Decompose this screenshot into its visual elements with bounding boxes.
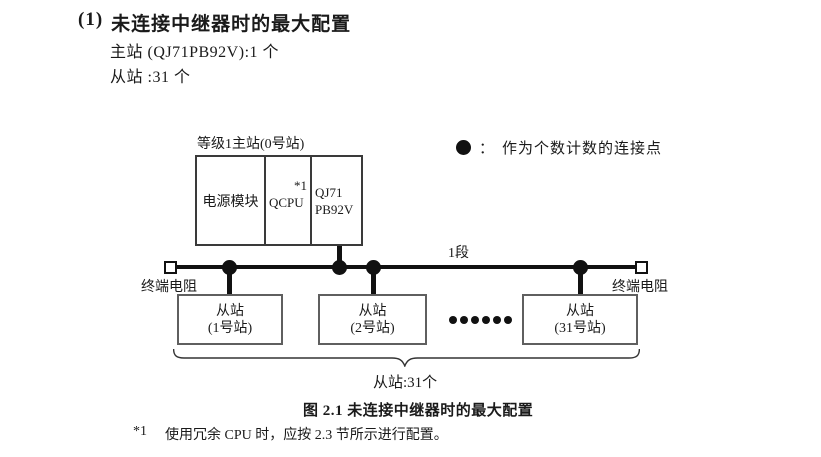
legend: ： 作为个数计数的连接点 xyxy=(456,137,662,158)
module-name-line2: PB92V xyxy=(315,201,354,217)
slave-group-brace xyxy=(173,349,640,367)
slave2-connector-line xyxy=(371,268,376,295)
slave-station-31-box: 从站 (31号站) xyxy=(522,294,638,345)
slave-station-1-box: 从站 (1号站) xyxy=(177,294,283,345)
master-connector-line xyxy=(337,246,342,266)
slave-1-line2: (1号站) xyxy=(207,320,253,336)
slave-total-label: 从站:31个 xyxy=(373,375,438,391)
slave-2-line2: (2号站) xyxy=(350,320,395,336)
power-module-label: 电源模块 xyxy=(202,194,259,210)
module-name-line1: QJ71 xyxy=(315,184,343,200)
connection-dot xyxy=(366,260,381,275)
slave-count-text: 从站 :31 个 xyxy=(110,69,191,86)
section-title: 未连接中继器时的最大配置 xyxy=(111,14,352,35)
ellipsis-dots xyxy=(449,316,512,324)
bus-line xyxy=(177,265,635,269)
slave-1-line1: 从站 xyxy=(216,303,244,319)
slave-31-line2: (31号站) xyxy=(554,320,606,336)
master-station-box: 电源模块 *1 QCPU QJ71 PB92V xyxy=(195,155,363,246)
pb92v-module-cell: QJ71 PB92V xyxy=(312,157,361,244)
slave-31-line1: 从站 xyxy=(566,303,594,319)
footnote-text: 使用冗余 CPU 时，应按 2.3 节所示进行配置。 xyxy=(165,428,448,443)
terminating-resistor-right-icon xyxy=(635,261,648,274)
qcpu-cell: *1 QCPU xyxy=(266,157,312,244)
figure-caption: 图 2.1 未连接中继器时的最大配置 xyxy=(303,403,534,419)
slave-station-2-box: 从站 (2号站) xyxy=(318,294,427,345)
connection-dot xyxy=(332,260,347,275)
terminator-right-label: 终端电阻 xyxy=(612,280,668,295)
section-heading: (1) 未连接中继器时的最大配置 xyxy=(78,9,351,36)
qcpu-footnote-ref: *1 xyxy=(294,178,307,193)
footnote-marker: *1 xyxy=(133,424,147,439)
qcpu-label: QCPU xyxy=(269,195,304,210)
slave1-connector-line xyxy=(227,268,232,295)
master-count-text: 主站 (QJ71PB92V):1 个 xyxy=(110,44,280,61)
section-number: (1) xyxy=(78,9,104,30)
slave-2-line1: 从站 xyxy=(358,303,387,319)
footnote: *1 使用冗余 CPU 时，应按 2.3 节所示进行配置。 xyxy=(133,424,448,444)
power-module-cell: 电源模块 xyxy=(197,157,266,244)
legend-separator: ： xyxy=(479,141,495,157)
terminator-left-label: 终端电阻 xyxy=(141,280,197,295)
legend-text: 作为个数计数的连接点 xyxy=(502,141,663,157)
master-station-label: 等级1主站(0号站) xyxy=(197,137,305,152)
connection-point-icon xyxy=(456,140,471,155)
connection-dot xyxy=(222,260,237,275)
segment-label: 1段 xyxy=(448,246,469,261)
connection-dot xyxy=(573,260,588,275)
slave31-connector-line xyxy=(578,268,583,295)
terminating-resistor-left-icon xyxy=(164,261,177,274)
